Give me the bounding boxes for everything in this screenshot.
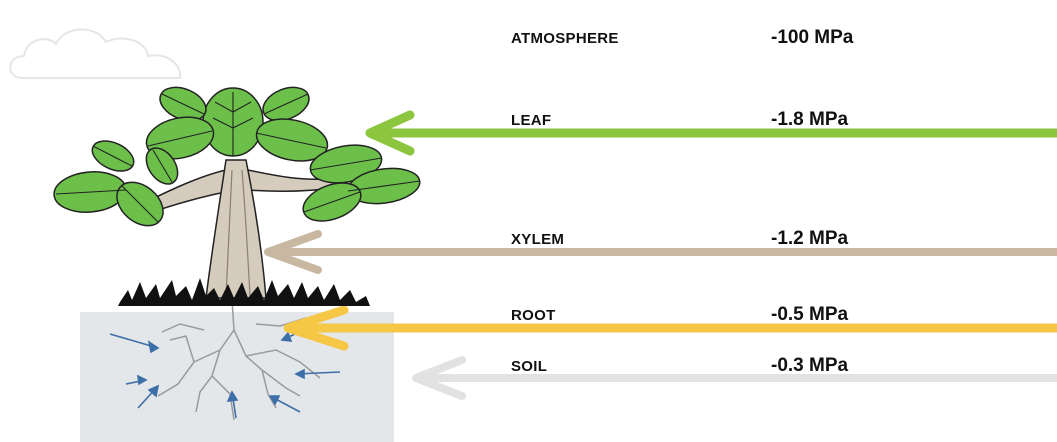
arrow-left-icon (288, 310, 1057, 346)
soil-value: -0.3 MPa (771, 355, 848, 377)
xylem-value: -1.2 MPa (771, 228, 848, 250)
arrow-left-icon (268, 234, 1057, 270)
soil-label: SOIL (511, 358, 547, 375)
leaf-value: -1.8 MPa (771, 109, 848, 131)
root-label: ROOT (511, 307, 556, 324)
cloud-icon (10, 29, 180, 78)
atmosphere-value: -100 MPa (771, 27, 853, 49)
root-value: -0.5 MPa (771, 304, 848, 326)
xylem-label: XYLEM (511, 231, 564, 248)
leaf-label: LEAF (511, 112, 551, 129)
tree-icon (52, 81, 422, 306)
atmosphere-label: ATMOSPHERE (511, 30, 619, 47)
arrow-left-icon (370, 115, 1057, 151)
